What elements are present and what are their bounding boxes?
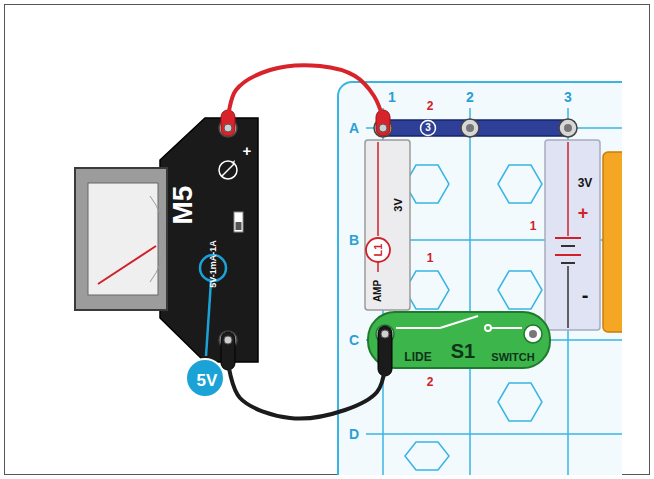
base-grid	[338, 82, 622, 475]
snap-eyelet	[224, 124, 232, 132]
meter-range-slider	[236, 222, 242, 230]
part-name: M5	[169, 186, 197, 225]
meter-m5: M5 5V-1mA-1A +	[75, 118, 260, 362]
snap	[524, 325, 542, 343]
polarity-mark: -	[582, 285, 589, 305]
black-jumper-wire	[228, 362, 385, 418]
voltage-text: 3V	[393, 198, 404, 211]
part-name: L1	[373, 244, 384, 257]
battery-holder	[545, 140, 600, 330]
column-number: 3	[564, 90, 572, 104]
switch-body	[368, 312, 550, 368]
meter-face	[88, 183, 158, 295]
part-name: S1	[451, 341, 475, 361]
row-letter: B	[349, 233, 359, 247]
callout-text: 5V	[197, 372, 218, 389]
level-number: 2	[427, 100, 434, 112]
grid-lines	[366, 108, 622, 475]
lamp-lead	[377, 262, 379, 272]
meter-range-slider	[234, 212, 243, 232]
row-letter: A	[349, 121, 359, 135]
column-number: 1	[388, 90, 396, 104]
lamp-symbol	[366, 238, 390, 262]
battery-symbol	[555, 142, 581, 328]
meter-scale	[150, 196, 165, 282]
part-type-text: AMP	[373, 280, 383, 302]
level-number: 1	[530, 220, 537, 232]
meter-symbol	[219, 161, 237, 179]
meter-housing	[75, 168, 167, 310]
meter-needle	[98, 246, 156, 284]
meter-symbol	[231, 160, 235, 164]
lamp-lead	[377, 142, 379, 236]
column-number: 2	[466, 90, 474, 104]
polarity-mark: +	[578, 204, 589, 222]
meter-symbol	[222, 164, 234, 176]
row-letter: D	[349, 427, 359, 441]
snap	[466, 124, 474, 132]
polarity-mark: +	[243, 143, 252, 158]
level-number: 1	[427, 252, 434, 264]
leader-line	[206, 281, 211, 356]
battery-holder-b1: 3V + -	[545, 140, 600, 330]
row-letter: C	[349, 333, 359, 347]
snap-eyelet	[381, 330, 389, 338]
blue-wire	[375, 120, 576, 136]
slide-switch-s1: LIDE S1SWITCH	[368, 312, 550, 368]
lamp-l1: 3V L1AMP	[365, 140, 410, 310]
meter-range-text: 5V-1mA-1A	[209, 240, 218, 288]
snap	[529, 330, 537, 338]
callout-bubble: 5V	[185, 358, 225, 398]
blue-wire-3: 3	[375, 118, 577, 138]
snap	[461, 119, 479, 137]
part-type-text: LIDE	[404, 351, 431, 363]
snap-eyelet	[224, 336, 232, 344]
part-type-text: SWITCH	[491, 352, 534, 363]
voltage-text: 3V	[578, 177, 593, 189]
lamp-body	[365, 140, 410, 310]
battery-cell	[603, 152, 622, 332]
snap	[564, 124, 572, 132]
snap-eyelet	[379, 124, 387, 132]
wire-number-ring	[421, 121, 436, 136]
red-jumper-wire	[228, 65, 383, 118]
meter-body	[160, 118, 258, 362]
snap	[559, 119, 577, 137]
switch-symbol	[396, 316, 522, 331]
level-number: 2	[427, 376, 434, 388]
wire-number: 3	[425, 123, 431, 133]
